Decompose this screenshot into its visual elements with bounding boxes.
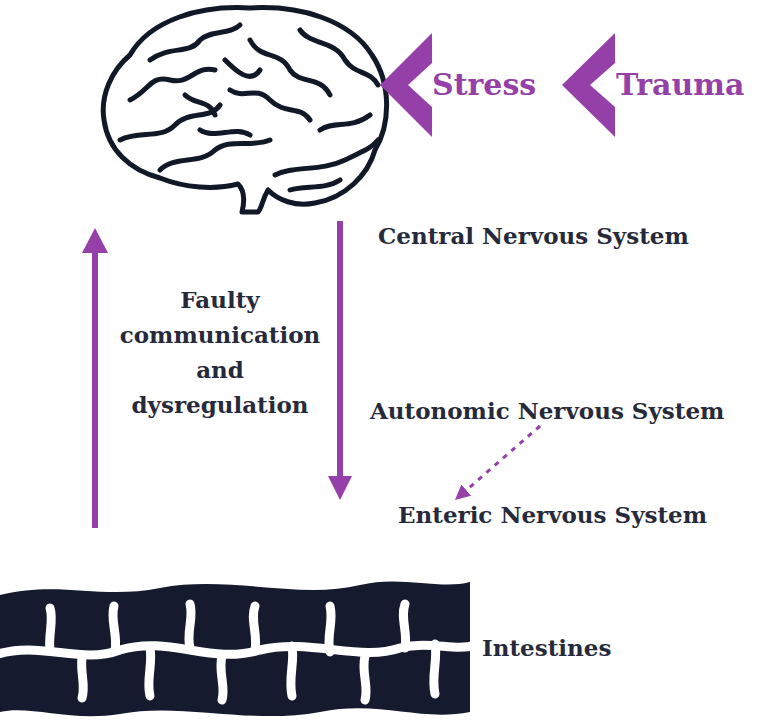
villus-gap	[291, 646, 293, 696]
stress-chevrons	[380, 33, 615, 137]
brain-gyrus	[185, 95, 215, 115]
villus-gap	[50, 608, 52, 650]
villus-gap	[253, 606, 255, 650]
brain-gyrus	[230, 90, 310, 120]
villus-gap	[364, 656, 366, 700]
cerebellum-line	[275, 140, 378, 175]
brain-gyrus	[320, 115, 370, 130]
signal-arrow	[337, 221, 343, 478]
villus-gap	[149, 648, 151, 696]
cerebellum-line	[290, 180, 340, 190]
villus-gap	[434, 644, 436, 694]
intestines-illustration	[0, 581, 475, 716]
dashed-arrow	[465, 426, 540, 491]
villus-gap	[329, 606, 331, 652]
brain-outline	[103, 8, 386, 212]
brain-gyrus	[250, 40, 330, 95]
brain-gyrus	[225, 60, 260, 76]
system-node: Enteric Nervous System	[330, 500, 750, 530]
brain-illustration	[103, 8, 386, 212]
brain-gyrus	[150, 25, 240, 60]
villus-gap	[221, 656, 223, 700]
arrow-shaft	[92, 248, 98, 528]
arrow-head	[82, 228, 108, 253]
brain-gyrus	[200, 130, 250, 135]
node-label: Autonomic Nervous System	[370, 396, 724, 426]
brain-gyrus	[300, 30, 378, 85]
arrow-caption: Faulty communication and dysregulation	[110, 282, 330, 422]
villus-gap	[82, 658, 84, 698]
chevron	[562, 33, 615, 137]
brain-fissure	[160, 140, 270, 170]
chevron	[380, 33, 432, 137]
stressor-label: Trauma	[616, 62, 768, 108]
organ-label: Intestines	[482, 633, 652, 663]
villus-gap	[403, 604, 405, 648]
node-label: Central Nervous System	[378, 221, 689, 251]
villus-gap	[113, 606, 116, 650]
upward-arrow	[82, 228, 108, 528]
villus-gap	[189, 604, 191, 648]
system-node: Autonomic Nervous System	[366, 396, 764, 426]
stressor-label: Stress	[432, 62, 572, 108]
system-node: Central Nervous System	[326, 221, 726, 251]
brain-gyrus	[130, 69, 215, 100]
node-label: Enteric Nervous System	[398, 500, 707, 530]
